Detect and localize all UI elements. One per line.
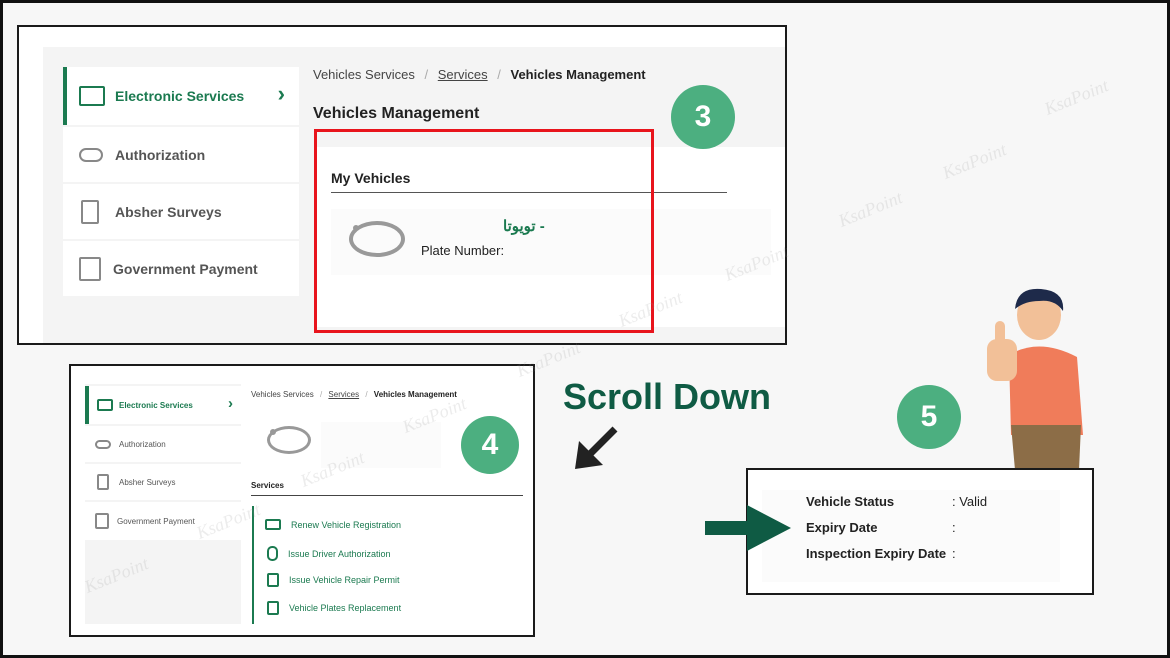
payment-icon xyxy=(79,256,101,281)
step-4-badge: 4 xyxy=(461,416,519,474)
expiry-date-value: : xyxy=(952,520,956,535)
sidebar-item-label: Absher Surveys xyxy=(119,477,176,487)
breadcrumb-services[interactable]: Services xyxy=(328,390,360,399)
handshake-icon xyxy=(79,147,103,162)
document-icon xyxy=(267,573,279,587)
sidebar-item-label: Authorization xyxy=(119,439,166,449)
service-renew-vehicle-registration[interactable]: Renew Vehicle Registration xyxy=(265,519,401,530)
sidebar-item-authorization[interactable]: Authorization xyxy=(85,426,241,462)
sidebar-item-label: Absher Surveys xyxy=(115,203,222,220)
breadcrumb-services[interactable]: Services xyxy=(437,67,488,82)
services-icon xyxy=(79,86,105,106)
sidebar-item-label: Electronic Services xyxy=(119,400,193,410)
services-icon xyxy=(97,399,113,411)
service-label: Vehicle Plates Replacement xyxy=(289,603,402,613)
thumbs-up-character-icon xyxy=(987,288,1083,470)
sidebar-item-label: Government Payment xyxy=(117,516,195,526)
inspection-expiry-value: : xyxy=(952,546,956,561)
watermark: KsaPoint xyxy=(939,139,1010,183)
arrow-down-left-icon xyxy=(575,426,618,469)
sidebar-item-label: Electronic Services xyxy=(115,88,245,104)
services-heading: Services xyxy=(251,481,284,490)
step3-screenshot: Electronic Services › Authorization Absh… xyxy=(17,25,787,345)
sidebar-item-government-payment[interactable]: Government Payment xyxy=(63,241,299,296)
service-label: Renew Vehicle Registration xyxy=(291,519,402,530)
watermark: KsaPoint xyxy=(835,187,906,231)
step-5-badge: 5 xyxy=(897,385,961,449)
highlight-box xyxy=(314,129,654,333)
my-vehicles-card: My Vehicles تويوتا - Plate Number: xyxy=(317,147,785,327)
service-vehicle-plates-replacement[interactable]: Vehicle Plates Replacement xyxy=(267,601,401,615)
divider xyxy=(331,192,727,193)
sidebar-item-electronic-services[interactable]: Electronic Services › xyxy=(63,67,299,125)
step5-screenshot: Vehicle Status : Valid Expiry Date : Ins… xyxy=(746,468,1094,595)
breadcrumb-current: Vehicles Management xyxy=(510,67,646,82)
sidebar-item-absher-surveys[interactable]: Absher Surveys xyxy=(85,464,241,500)
expiry-date-label: Expiry Date xyxy=(806,520,878,535)
arrow-right-icon xyxy=(705,505,791,551)
vehicle-details-card xyxy=(762,490,1060,582)
chevron-right-icon: › xyxy=(277,81,285,106)
toyota-logo-icon xyxy=(349,221,405,257)
divider xyxy=(251,495,523,496)
page-title: Vehicles Management xyxy=(313,105,480,122)
sidebar-item-absher-surveys[interactable]: Absher Surveys xyxy=(63,184,299,239)
handshake-icon xyxy=(95,439,111,449)
sidebar-item-government-payment[interactable]: Government Payment xyxy=(85,502,241,540)
service-issue-driver-authorization[interactable]: Issue Driver Authorization xyxy=(267,546,391,561)
service-label: Issue Vehicle Repair Permit xyxy=(289,575,400,585)
service-issue-vehicle-repair-permit[interactable]: Issue Vehicle Repair Permit xyxy=(267,573,400,587)
payment-icon xyxy=(95,513,109,529)
step4-screenshot: Electronic Services › Authorization Absh… xyxy=(69,364,535,637)
inspection-expiry-label: Inspection Expiry Date xyxy=(806,546,947,561)
step-3-badge: 3 xyxy=(671,85,735,149)
vehicle-status-row: Vehicle Status : Valid xyxy=(806,494,987,509)
clipboard-icon xyxy=(81,199,99,224)
sidebar-item-label: Government Payment xyxy=(113,260,258,277)
sidebar-item-label: Authorization xyxy=(115,146,206,163)
expiry-date-row: Expiry Date : xyxy=(806,520,956,535)
breadcrumb-root[interactable]: Vehicles Services xyxy=(313,67,415,82)
scroll-down-label: Scroll Down xyxy=(563,376,772,417)
sidebar: Electronic Services › Authorization Absh… xyxy=(85,384,241,624)
driver-icon xyxy=(267,546,278,561)
vehicle-item[interactable]: تويوتا - Plate Number: xyxy=(331,209,771,275)
breadcrumb: Vehicles Services / Services / Vehicles … xyxy=(251,390,457,399)
breadcrumb: Vehicles Services / Services / Vehicles … xyxy=(313,67,646,82)
breadcrumb-current: Vehicles Management xyxy=(373,390,457,399)
sidebar-item-authorization[interactable]: Authorization xyxy=(63,127,299,182)
services-accent-bar xyxy=(252,506,254,624)
plate-icon xyxy=(267,601,279,615)
vehicle-status-value: : Valid xyxy=(952,494,988,509)
service-label: Issue Driver Authorization xyxy=(288,548,391,559)
sidebar: Electronic Services › Authorization Absh… xyxy=(63,65,299,343)
sidebar-item-electronic-services[interactable]: Electronic Services › xyxy=(85,386,241,424)
my-vehicles-heading: My Vehicles xyxy=(331,170,411,186)
breadcrumb-root[interactable]: Vehicles Services xyxy=(251,390,314,399)
toyota-logo-icon xyxy=(267,426,311,454)
vehicle-status-label: Vehicle Status xyxy=(806,494,895,509)
plate-number-label: Plate Number: xyxy=(421,243,505,258)
inspection-expiry-row: Inspection Expiry Date : xyxy=(806,546,956,561)
vehicle-info-blur xyxy=(321,422,441,468)
watermark: KsaPoint xyxy=(1041,75,1112,119)
clipboard-icon xyxy=(97,474,109,490)
chevron-right-icon: › xyxy=(228,395,233,412)
car-icon xyxy=(265,519,281,530)
vehicle-brand: تويوتا - xyxy=(503,218,545,235)
